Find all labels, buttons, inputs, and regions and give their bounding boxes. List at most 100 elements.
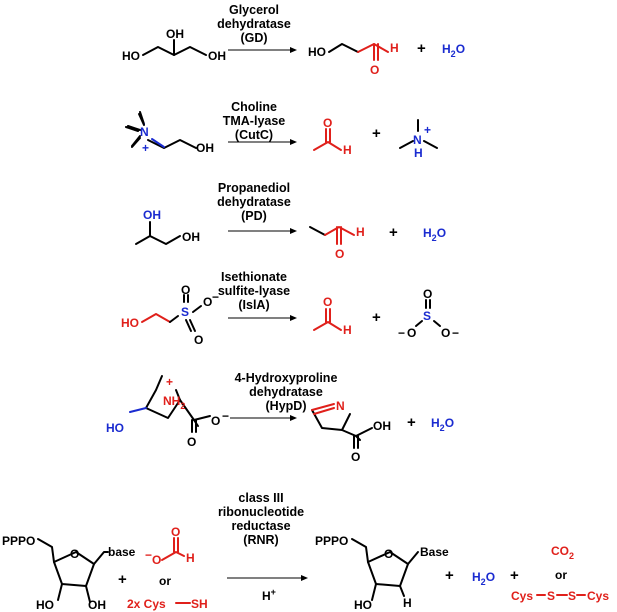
tma-h-label: H — [414, 146, 423, 160]
enzyme-name-line1: 4-Hydroxyproline — [235, 371, 338, 385]
hyp-nh2-label: NH2 — [163, 394, 185, 411]
enzyme-name-line1: class III — [238, 491, 283, 505]
isethionate-o-top-label: O — [181, 283, 190, 297]
enzyme-name-line2: dehydratase — [217, 195, 291, 209]
enzyme-name-line3: reductase — [231, 519, 290, 533]
enzyme-name-line2: sulfite-lyase — [218, 284, 290, 298]
aldehyde-h-label: H — [390, 41, 399, 55]
cysteine-cofactor: 2x Cys SH — [127, 597, 208, 611]
reaction-isethionate-sulfite-lyase: HO S O O − O Isethionate sulfite-lyase (… — [121, 270, 459, 347]
formate-h-label: H — [186, 551, 195, 565]
plus-sign: + — [417, 40, 426, 57]
choline-oh-label: OH — [196, 141, 214, 155]
pyrroline-o-label: O — [351, 450, 360, 464]
sulfite-o-left-label: O — [407, 326, 416, 340]
substrate-pppo-label: PPPO — [2, 534, 35, 548]
hydroxyproline-substrate: HO NH2 + O − O — [106, 375, 229, 449]
proton-label: H+ — [262, 587, 276, 603]
reaction-choline-tma-lyase: N + OH Choline TMA-lyase (CutC) O H + N … — [127, 100, 438, 160]
acetaldehyde-h-label: H — [343, 323, 352, 337]
isethionate-o-bottom-label: O — [194, 333, 203, 347]
reaction-arrow — [228, 315, 297, 321]
enzyme-name-line1: Glycerol — [229, 3, 279, 17]
water-byproduct: H2O — [431, 416, 454, 433]
acetaldehyde-product: O H — [313, 116, 352, 157]
isethionate-minus-label: − — [212, 290, 219, 304]
deoxyribonucleotide-product: PPPO O Base HO H — [315, 534, 449, 612]
reaction-class-iii-rnr: PPPO O base HO OH + O O − H or 2x Cys SH… — [2, 491, 609, 612]
or-label: or — [159, 574, 171, 588]
choline-methyl-bonds — [125, 113, 165, 148]
product-h-label: H — [403, 596, 412, 610]
cystine-cys2-label: Cys — [587, 589, 609, 603]
reaction-hydroxyproline-dehydratase: HO NH2 + O − O 4-Hydroxyproline dehydrat… — [106, 371, 454, 464]
water-byproduct: H2O — [442, 42, 465, 59]
propanediol-substrate: OH OH — [135, 208, 200, 245]
enzyme-label-hypd: 4-Hydroxyproline dehydratase (HypD) — [235, 371, 338, 413]
co2-byproduct: CO2 — [551, 544, 574, 561]
product-base-label: Base — [420, 545, 449, 559]
3-hydroxypropanal-product: HO H O — [308, 41, 399, 77]
formate-cofactor: O O − H — [145, 525, 195, 567]
product-ho-label: HO — [308, 45, 326, 59]
sulfite-s-label: S — [423, 309, 431, 323]
enzyme-name-line3: (GD) — [240, 31, 267, 45]
substrate-oh-label: OH — [88, 598, 106, 612]
cystine-cys1-label: Cys — [511, 589, 533, 603]
enzyme-name-line3: (IslA) — [238, 298, 269, 312]
propanediol-oh-label: OH — [182, 230, 200, 244]
enzyme-name-line2: dehydratase — [249, 385, 323, 399]
reaction-arrow — [228, 228, 297, 234]
pyrroline-carboxylate-product: N OH O — [311, 399, 391, 464]
acetaldehyde-h-label: H — [343, 143, 352, 157]
sulfite-o-right-label: O — [441, 326, 450, 340]
enzyme-name-line3: (CutC) — [235, 128, 273, 142]
enzyme-name-line3: (PD) — [241, 209, 267, 223]
isethionate-substrate: HO S O O − O — [121, 283, 219, 347]
enzyme-name-line2: dehydratase — [217, 17, 291, 31]
enzyme-label-pd: Propanediol dehydratase (PD) — [217, 181, 291, 223]
glycerol-ho-label: HO — [122, 49, 140, 63]
aldehyde-o-label: O — [370, 63, 379, 77]
hyp-o-bottom-label: O — [187, 435, 196, 449]
enzyme-name-line1: Propanediol — [218, 181, 290, 195]
pyrroline-n-label: N — [336, 399, 345, 413]
formate-o-label: O — [152, 553, 161, 567]
product-ho-label: HO — [354, 598, 372, 612]
water-byproduct: H2O — [472, 570, 495, 587]
substrate-ho-label: HO — [36, 598, 54, 612]
water-byproduct: H2O — [423, 226, 446, 243]
plus-sign: + — [407, 414, 416, 431]
sulfite-minus-right-label: − — [452, 326, 459, 340]
plus-sign: + — [510, 567, 519, 584]
enzyme-name-line1: Choline — [231, 100, 277, 114]
substrate-base-label: base — [108, 545, 136, 559]
cystine-s2-label: S — [568, 589, 576, 603]
propanal-h-label: H — [356, 225, 365, 239]
choline-plus-label: + — [142, 141, 149, 155]
plus-sign: + — [389, 224, 398, 241]
formate-o-top-label: O — [171, 525, 180, 539]
isethionate-ho-label: HO — [121, 316, 139, 330]
hyp-minus-label: − — [222, 409, 229, 423]
enzyme-name-line1: Isethionate — [221, 270, 287, 284]
choline-n-label: N — [140, 125, 149, 139]
isethionate-o-right-label: O — [203, 295, 212, 309]
ribonucleotide-substrate: PPPO O base HO OH — [2, 534, 136, 612]
enzyme-label-isla: Isethionate sulfite-lyase (IslA) — [218, 270, 290, 312]
product-ring-o-label: O — [384, 547, 393, 561]
glycerol-substrate: HO OH OH — [122, 27, 226, 63]
pyrroline-oh-label: OH — [373, 419, 391, 433]
cystine-byproduct: Cys S S Cys — [511, 589, 609, 603]
acetaldehyde-product: O H — [313, 295, 352, 337]
reaction-arrow — [228, 139, 297, 145]
isethionate-s-label: S — [181, 305, 189, 319]
glycerol-oh-middle-label: OH — [166, 27, 184, 41]
reaction-propanediol-dehydratase: OH OH Propanediol dehydratase (PD) H O +… — [135, 181, 446, 261]
hyp-plus-label: + — [166, 375, 173, 389]
enzyme-label-rnr: class III ribonucleotide reductase (RNR) — [218, 491, 304, 547]
reaction-glycerol-dehydratase: HO OH OH Glycerol dehydratase (GD) HO H … — [122, 3, 465, 77]
cysteine-sh-label: SH — [191, 597, 208, 611]
glycerol-oh-label: OH — [208, 49, 226, 63]
enzyme-name-line4: (RNR) — [243, 533, 278, 547]
